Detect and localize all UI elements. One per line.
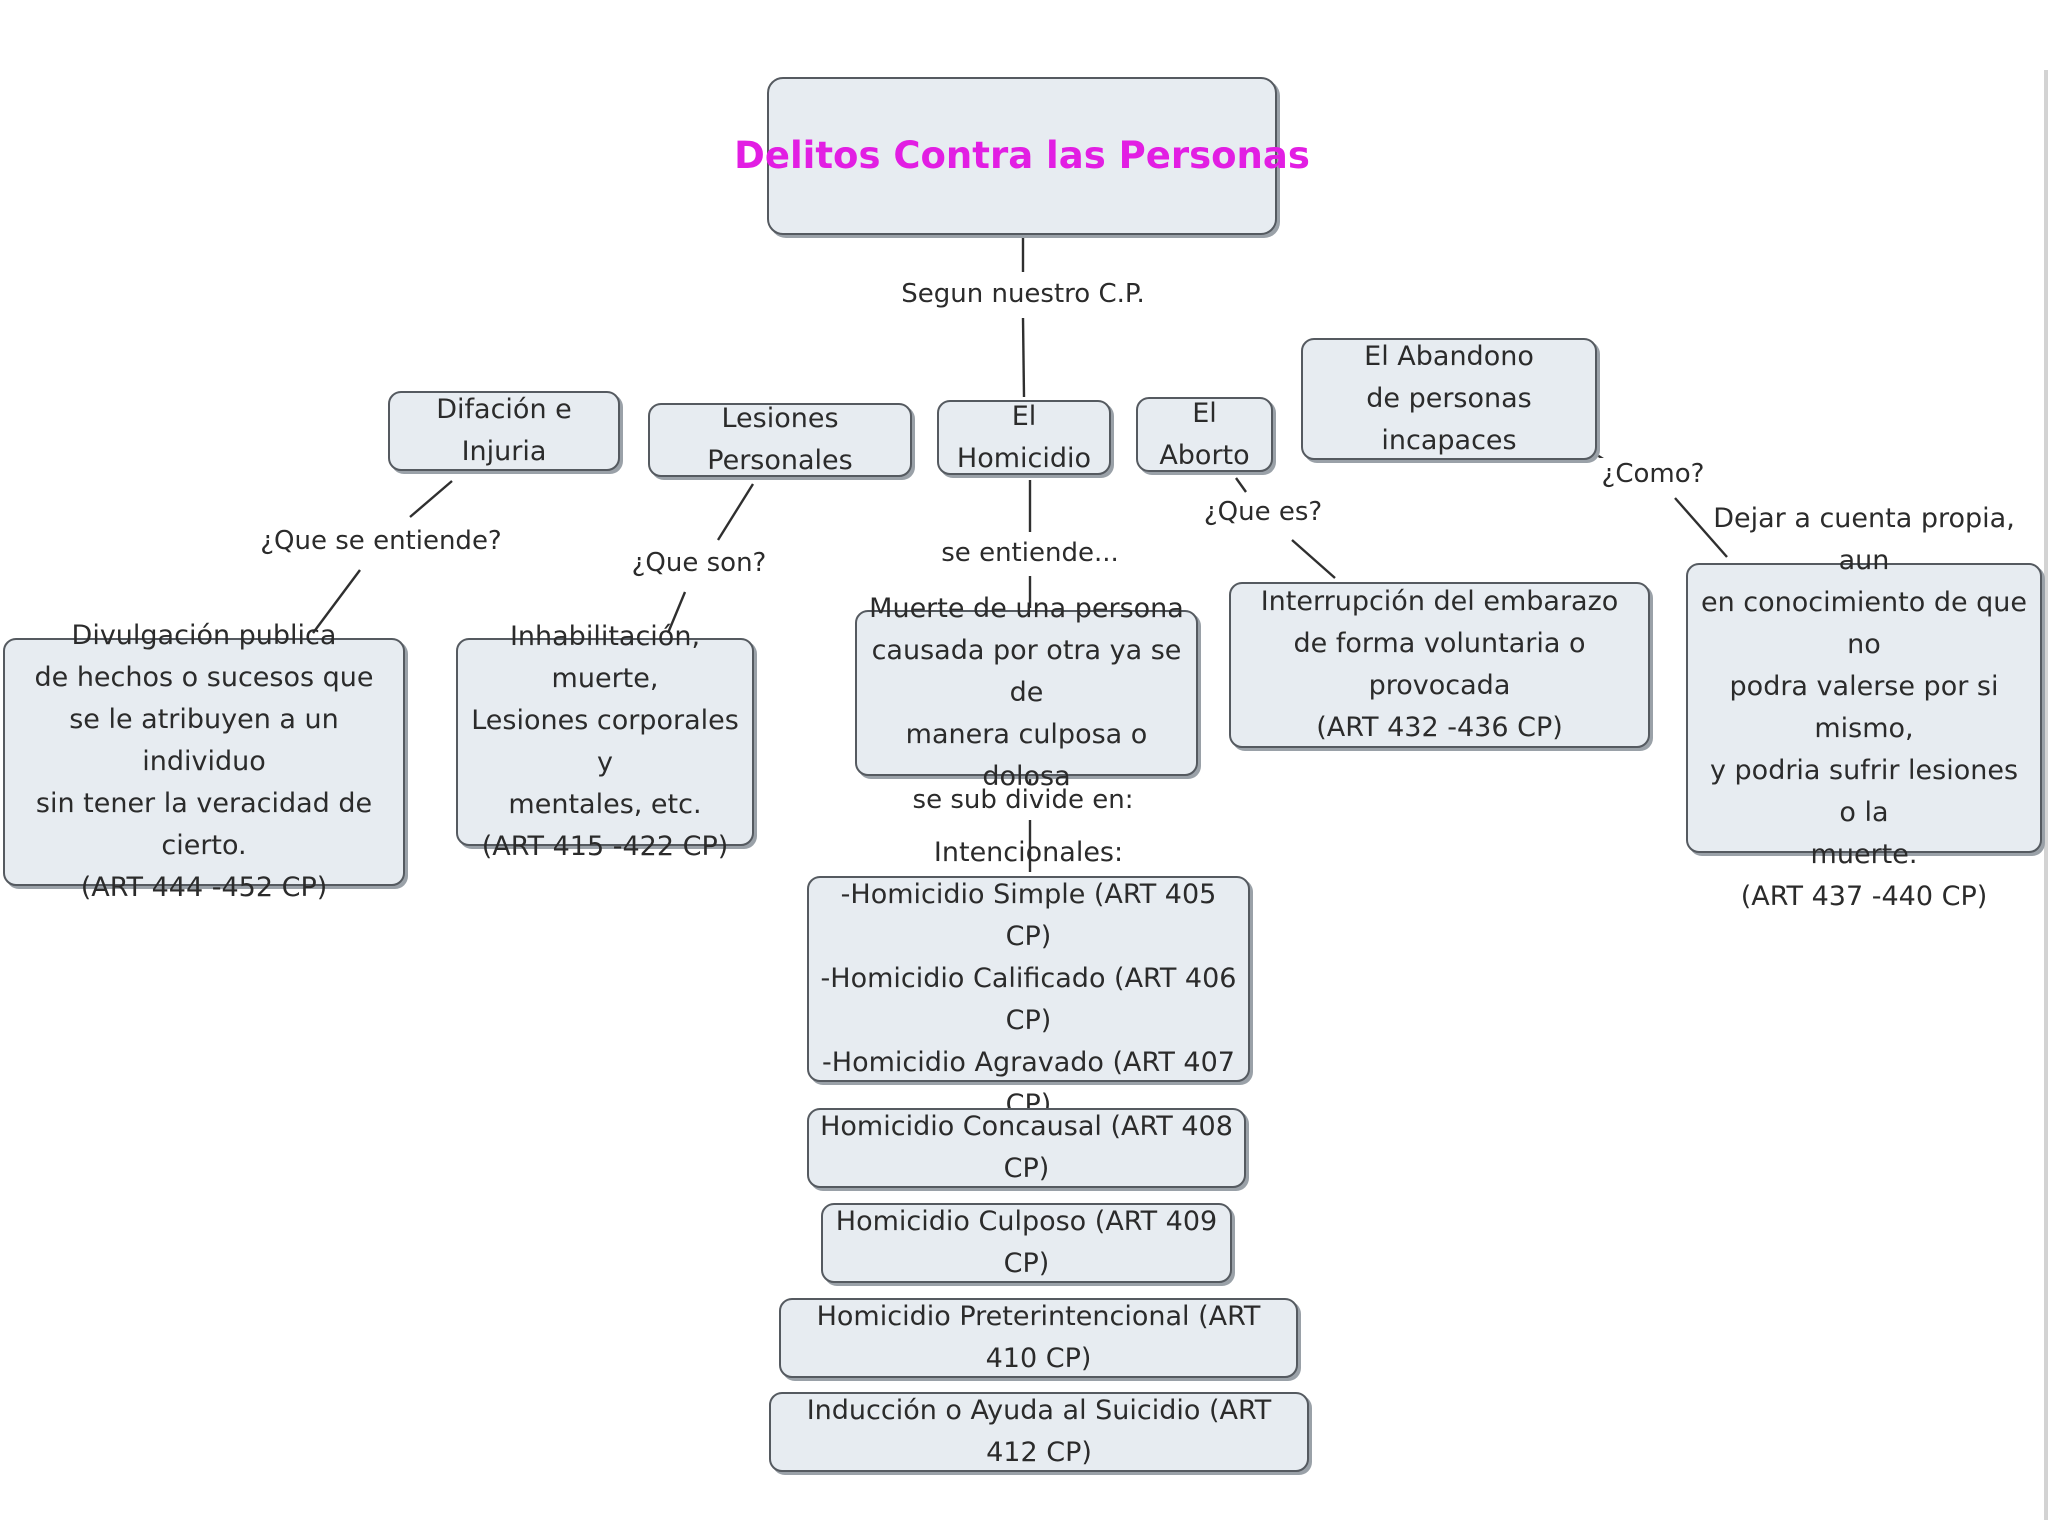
definition-abandono: Dejar a cuenta propia, aun en conocimien… — [1686, 503, 2042, 912]
connector-aborto-label — [1235, 477, 1247, 493]
definition-homicidio: Muerte de una persona causada por otra y… — [855, 593, 1198, 792]
connector-label-lesiones-def — [666, 591, 687, 634]
connector-label-homicidio — [1021, 317, 1026, 398]
definition-difamacion: Divulgación publica de hechos o sucesos … — [3, 620, 405, 903]
connector-label-aborto-def — [1291, 539, 1336, 579]
homicidio-type-preterintencional: Homicidio Preterintencional (ART 410 CP) — [779, 1298, 1298, 1378]
connector-difamacion-label — [409, 480, 453, 518]
homicidio-type-induccion: Inducción o Ayuda al Suicidio (ART 412 C… — [769, 1392, 1309, 1472]
connector-label-abandono-def — [1674, 497, 1728, 558]
link-label-subdivide: se sub divide en: — [908, 784, 1138, 816]
definition-lesiones: Inhabilitación, muerte, Lesiones corpora… — [456, 621, 754, 862]
category-abandono: El Abandono de personas incapaces — [1301, 338, 1597, 460]
link-label-homicidio: se entiende... — [937, 537, 1123, 569]
category-homicidio: El Homicidio — [937, 400, 1111, 475]
homicidio-type-intencionales: Intencionales: -Homicidio Simple (ART 40… — [807, 837, 1250, 1120]
link-label-lesiones: ¿Que son? — [627, 547, 771, 579]
link-label-aborto: ¿Que es? — [1199, 496, 1327, 528]
homicidio-type-culposo: Homicidio Culposo (ART 409 CP) — [821, 1203, 1232, 1283]
category-difamacion: Difación e Injuria — [388, 391, 620, 471]
homicidio-type-concausal: Homicidio Concausal (ART 408 CP) — [807, 1108, 1246, 1188]
root-node: Delitos Contra las Personas — [734, 77, 1310, 235]
scroll-edge — [2044, 70, 2048, 1520]
root-title: Delitos Contra las Personas — [734, 134, 1310, 177]
category-aborto: El Aborto — [1136, 397, 1273, 472]
link-label-abandono: ¿Como? — [1597, 458, 1709, 490]
category-lesiones: Lesiones Personales — [648, 403, 912, 477]
connector-lesiones-label — [716, 483, 755, 541]
link-label-difamacion: ¿Que se entiende? — [256, 525, 506, 557]
connector-label-difamacion-def — [312, 569, 361, 634]
definition-aborto: Interrupción del embarazo de forma volun… — [1229, 582, 1650, 748]
root-link-label: Segun nuestro C.P. — [897, 278, 1149, 310]
